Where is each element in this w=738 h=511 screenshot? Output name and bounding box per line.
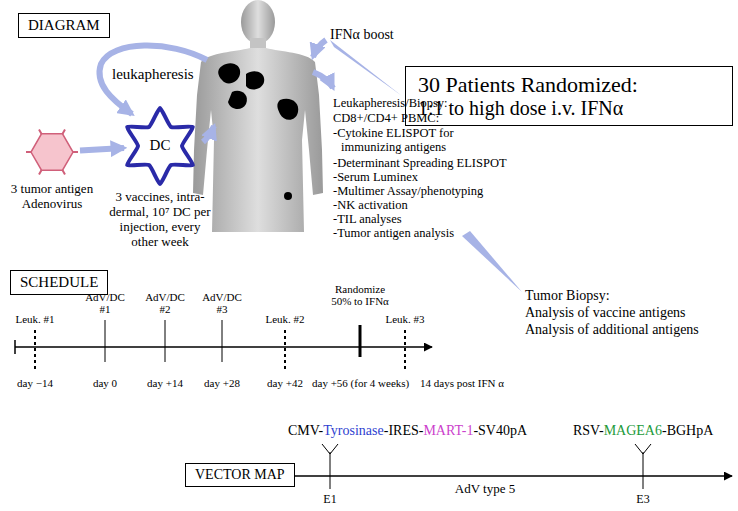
timeline-label: day +42 bbox=[267, 377, 303, 389]
e1-insert-marker bbox=[322, 444, 338, 489]
leuk-tick bbox=[284, 330, 286, 372]
annotation-text: CD8+/CD4+ PBMC: bbox=[333, 111, 439, 125]
timeline-label: Randomize 50% to IFNα bbox=[329, 283, 391, 308]
gene-element: Tyrosinase bbox=[323, 423, 383, 438]
node-label: SCHEDULE bbox=[20, 274, 98, 291]
annotation-text: 14 days post IFN α bbox=[420, 377, 504, 389]
timeline-label: E1 bbox=[323, 493, 336, 506]
timeline-label: AdV/DC #1 bbox=[85, 291, 125, 316]
randomize-wedge bbox=[330, 40, 402, 96]
gene-element: MAGEA6 bbox=[604, 423, 662, 438]
timeline-label: day +14 bbox=[147, 377, 183, 389]
timeline-label: Leuk. #3 bbox=[385, 313, 424, 325]
torso bbox=[193, 48, 323, 232]
node-caption: 3 vaccines, intra-dermal, 10⁷ DC per inj… bbox=[108, 190, 212, 250]
gene-element: CMV- bbox=[288, 423, 323, 438]
annotation-text: -Cytokine ELISPOT for immunizing antigen… bbox=[333, 126, 483, 154]
tumor bbox=[228, 91, 247, 109]
node-label: VECTOR MAP bbox=[195, 467, 285, 483]
timeline-label: AdV/DC #2 bbox=[145, 291, 185, 316]
timeline-label: AdV type 5 bbox=[455, 482, 515, 497]
axis-start-tick bbox=[14, 340, 16, 354]
vaccine-tick bbox=[105, 320, 106, 362]
timeline-label: Leuk. #1 bbox=[15, 313, 54, 325]
e3-insert-marker bbox=[635, 444, 651, 489]
section-title-box: VECTOR MAP bbox=[185, 463, 295, 487]
timeline bbox=[15, 320, 432, 372]
annotation-text: -NK activation bbox=[333, 198, 408, 212]
leuk-tick bbox=[404, 330, 406, 372]
ifn-arrow bbox=[313, 40, 326, 57]
tumor bbox=[284, 192, 292, 200]
gene-element: -SV40pA bbox=[473, 423, 527, 438]
section-title-box: DIAGRAM bbox=[18, 13, 110, 38]
annotation-text: leukapheresis bbox=[112, 66, 194, 83]
timeline-axis bbox=[15, 346, 432, 348]
annotation-text: -Tumor antigen analysis bbox=[333, 226, 454, 240]
annotation-text: -Determinant Spreading ELISPOT bbox=[333, 156, 507, 170]
tumor bbox=[218, 63, 240, 83]
gene-element: RSV- bbox=[573, 423, 604, 438]
annotation-text: Analysis of additional antigens bbox=[525, 322, 699, 338]
annotation-text: IFNα boost bbox=[330, 27, 394, 43]
node-label: 30 Patients Randomized: bbox=[418, 72, 720, 97]
annotation-text: day +56 (for 4 weeks) bbox=[312, 377, 409, 389]
node-label: DIAGRAM bbox=[28, 17, 100, 34]
gene-element: MART-1 bbox=[423, 423, 473, 438]
vaccine-tick bbox=[165, 320, 166, 362]
vector-backbone bbox=[276, 475, 732, 477]
vector-cassette: CMV-Tyrosinase-IRES-MART-1-SV40pA bbox=[288, 423, 527, 439]
patient-figure bbox=[193, 0, 323, 232]
adenovirus-hexagon: 3 tumor antigen Adenovirus bbox=[24, 124, 80, 180]
leuk-tick bbox=[34, 330, 36, 372]
timeline-label: Leuk. #2 bbox=[265, 313, 304, 325]
head bbox=[241, 0, 275, 44]
vector-cassette: RSV-MAGEA6-BGHpA bbox=[573, 423, 713, 439]
vaccine-tick bbox=[222, 320, 223, 362]
annotation-text: -Serum Luminex bbox=[333, 170, 418, 184]
vaccine-arrow bbox=[203, 126, 214, 142]
timeline-label: E3 bbox=[636, 493, 649, 506]
virus-capsid bbox=[31, 134, 73, 170]
annotation-text: -TIL analyses bbox=[333, 212, 402, 226]
virus-spikes bbox=[26, 129, 78, 174]
tumor bbox=[246, 71, 264, 89]
timeline-label: AdV/DC #3 bbox=[202, 291, 242, 316]
timeline-label: day +28 bbox=[204, 377, 240, 389]
tumor-biopsy-wedge bbox=[462, 231, 522, 292]
biopsy-arrow bbox=[313, 72, 333, 88]
randomize-tick bbox=[359, 325, 362, 357]
timeline-label: day −14 bbox=[17, 377, 53, 389]
node-caption: 1:1 to high dose i.v. IFNα bbox=[418, 97, 720, 120]
dendritic-cell-star: DC3 vaccines, intra-dermal, 10⁷ DC per i… bbox=[118, 104, 202, 188]
leukapheresis-arrow bbox=[99, 45, 207, 114]
gene-element: -IRES- bbox=[384, 423, 424, 438]
timeline-label: day 0 bbox=[93, 377, 117, 389]
randomization-box: 30 Patients Randomized:1:1 to high dose … bbox=[405, 66, 733, 126]
annotation-text: -Multimer Assay/phenotyping bbox=[333, 184, 483, 198]
annotation-text: Leukapheresis/Biopsy: bbox=[333, 96, 448, 110]
node-label: DC bbox=[118, 137, 202, 154]
annotation-text: Analysis of vaccine antigens bbox=[525, 305, 686, 321]
node-label: 3 tumor antigen Adenovirus bbox=[4, 182, 100, 212]
hexagon-outline bbox=[24, 124, 80, 180]
tumor bbox=[277, 99, 298, 120]
flow-arrow bbox=[80, 148, 124, 150]
gene-element: -BGHpA bbox=[662, 423, 713, 438]
annotation-text: Tumor Biopsy: bbox=[525, 288, 610, 304]
